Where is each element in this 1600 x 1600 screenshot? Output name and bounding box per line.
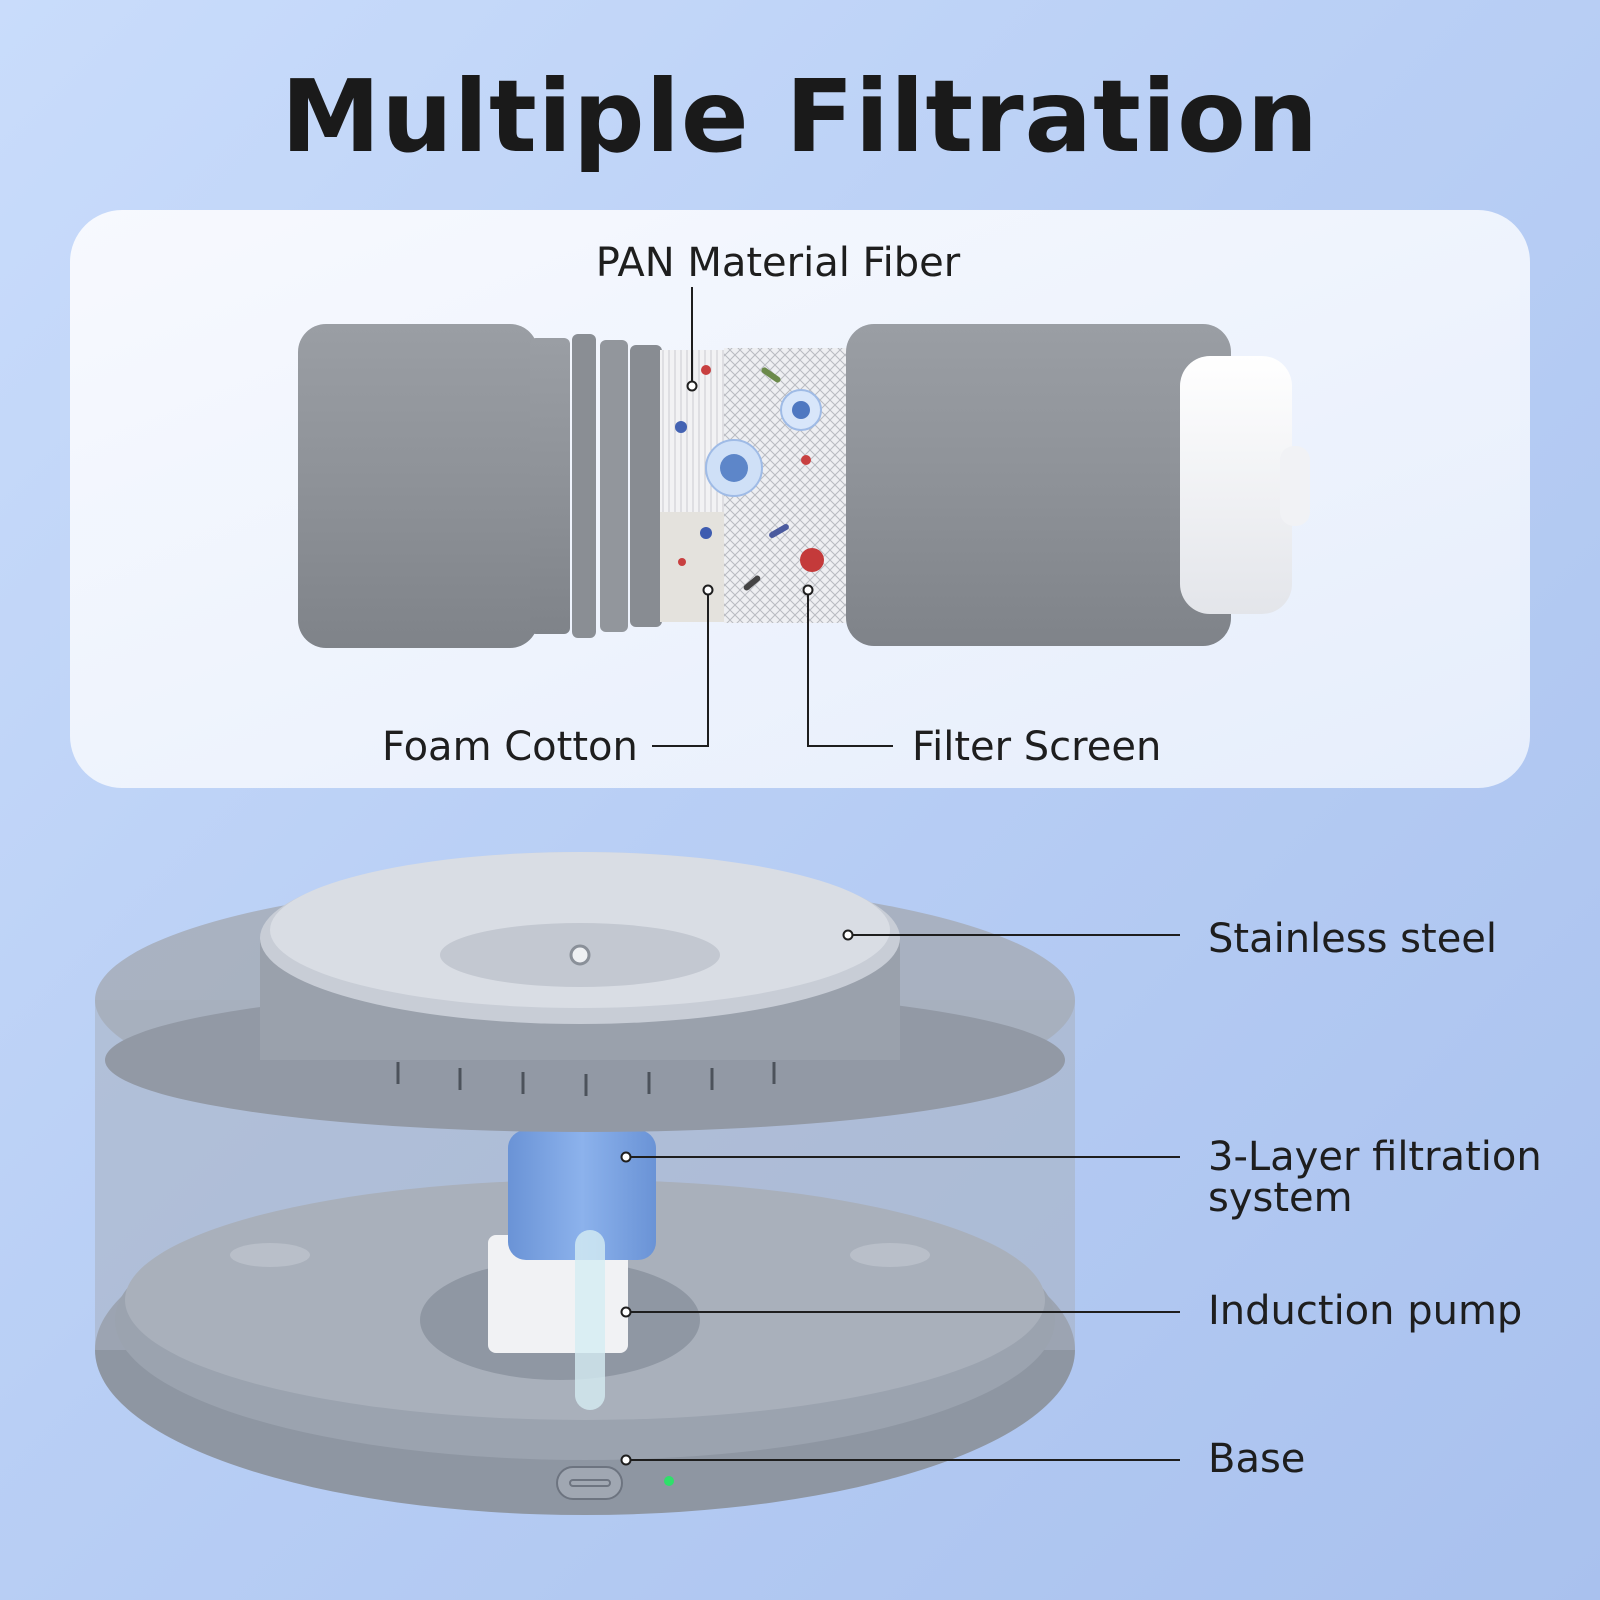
pump-marker-dot	[620, 1306, 632, 1318]
pan-fiber-marker-dot	[686, 380, 698, 392]
filter-screen-marker-dot	[802, 584, 814, 596]
filtration-marker-dot	[620, 1151, 632, 1163]
label-base: Base	[1208, 1436, 1305, 1482]
callout-lines-filter	[652, 287, 893, 747]
label-filtration-line2: system	[1208, 1175, 1353, 1221]
page-title: Multiple Filtration	[281, 58, 1319, 175]
label-induction-pump: Induction pump	[1208, 1288, 1522, 1334]
label-foam-cotton: Foam Cotton	[382, 724, 638, 770]
filter-cartridge-illustration	[298, 324, 1310, 648]
label-filtration-line1: 3-Layer filtration	[1208, 1134, 1542, 1180]
callout-lines-fountain	[626, 934, 1180, 1461]
base-marker-dot	[620, 1454, 632, 1466]
label-stainless-steel: Stainless steel	[1208, 916, 1497, 962]
label-filter-screen: Filter Screen	[912, 724, 1161, 770]
foam-cotton-marker-dot	[702, 584, 714, 596]
status-led-indicator	[664, 1476, 674, 1486]
stainless-steel-marker-dot	[842, 929, 854, 941]
label-pan-material-fiber: PAN Material Fiber	[596, 240, 961, 286]
fountain-illustration	[95, 852, 1075, 1515]
